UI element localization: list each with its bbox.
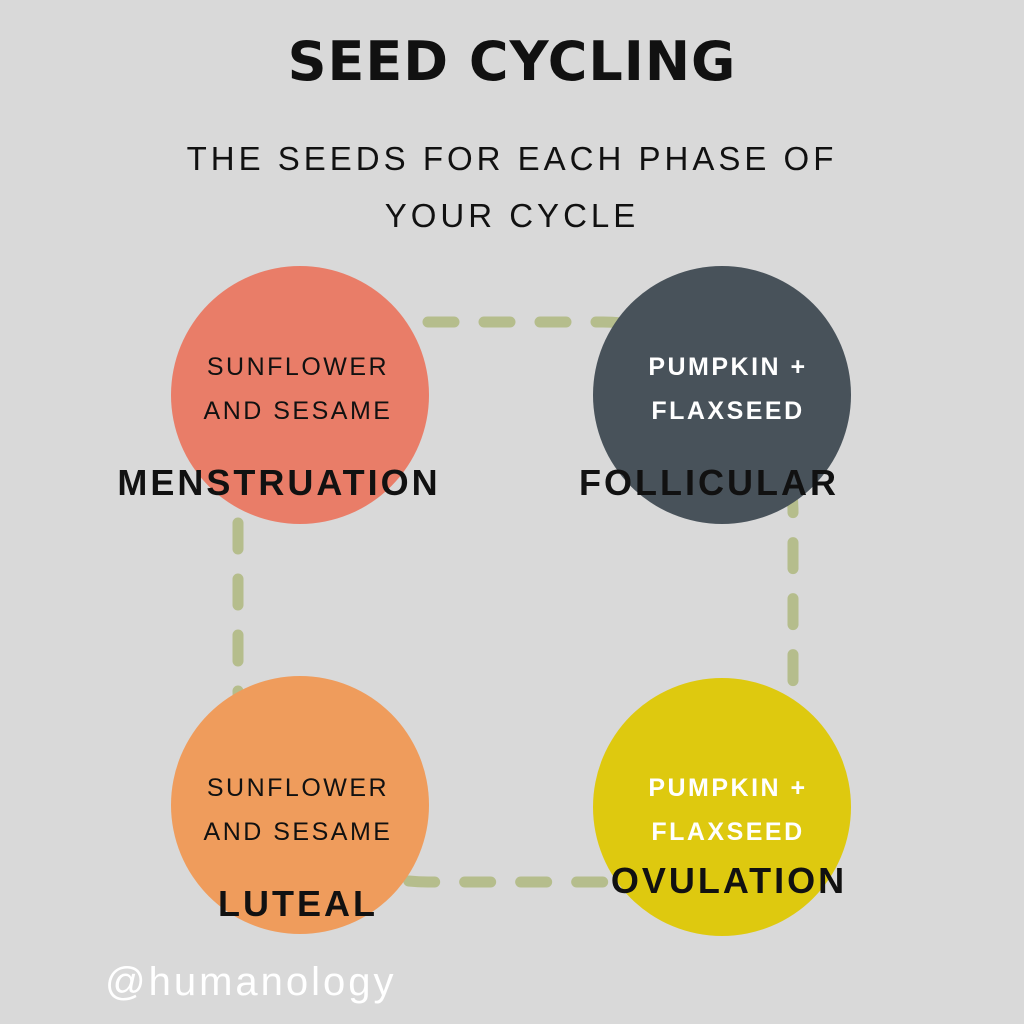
luteal-circle — [171, 676, 429, 934]
ovulation-label: OVULATION — [610, 860, 848, 901]
follicular-circle — [593, 266, 851, 524]
seed-line: FLAXSEED — [651, 818, 805, 846]
seed-line: AND SESAME — [203, 818, 393, 846]
menstruation-seeds: SUNFLOWER AND SESAME — [148, 345, 448, 433]
seed-line: SUNFLOWER — [206, 353, 390, 381]
menstruation-circle — [171, 266, 429, 524]
menstruation-label: MENSTRUATION — [117, 462, 441, 503]
ovulation-seeds: PUMPKIN + FLAXSEED — [578, 766, 878, 854]
subtitle-line-2: YOUR CYCLE — [384, 197, 640, 234]
seed-line: FLAXSEED — [651, 397, 805, 425]
follicular-seeds: PUMPKIN + FLAXSEED — [578, 345, 878, 433]
seed-line: AND SESAME — [203, 397, 393, 425]
subtitle-line-1: THE SEEDS FOR EACH PHASE OF — [186, 140, 838, 177]
seed-line: PUMPKIN + — [648, 774, 808, 802]
seed-line: PUMPKIN + — [648, 353, 808, 381]
social-handle: @humanology — [105, 960, 397, 1004]
ovulation-circle — [593, 678, 851, 936]
page-title: SEED CYCLING — [287, 30, 737, 93]
luteal-label: LUTEAL — [218, 883, 378, 924]
luteal-seeds: SUNFLOWER AND SESAME — [148, 766, 448, 854]
follicular-label: FOLLICULAR — [579, 462, 839, 503]
seed-line: SUNFLOWER — [206, 774, 390, 802]
